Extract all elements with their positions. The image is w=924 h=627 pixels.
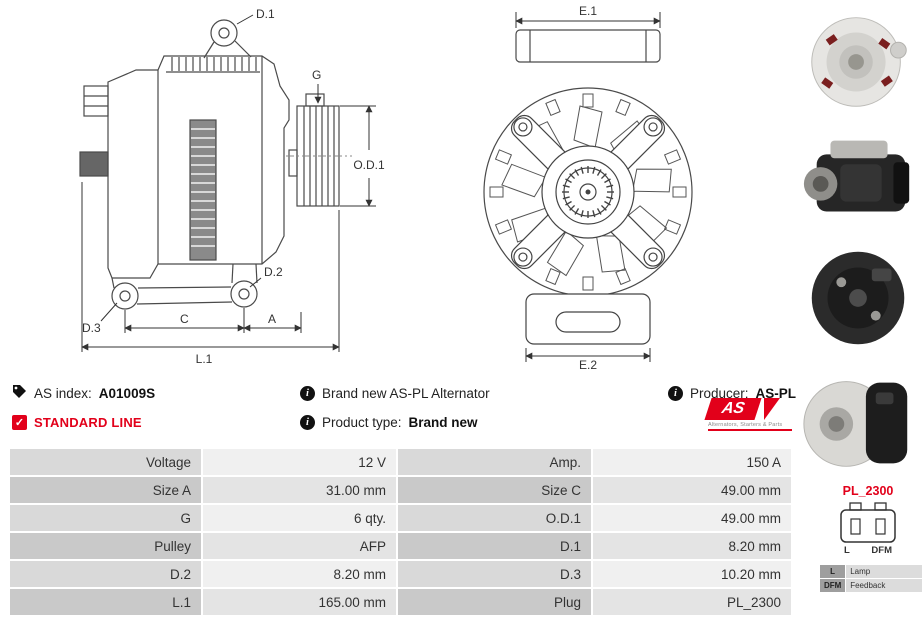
spec-value: 165.00 mm	[203, 589, 398, 617]
spec-label: Pulley	[10, 533, 203, 561]
spec-label: D.1	[398, 533, 593, 561]
legend-pin: L	[820, 565, 847, 578]
spec-label: D.3	[398, 561, 593, 589]
dim-label-od1: O.D.1	[353, 158, 385, 172]
producer-label: Producer:	[690, 385, 749, 401]
logo-text: AS	[720, 400, 747, 417]
spec-value: 49.00 mm	[593, 505, 791, 533]
spec-value: 49.00 mm	[593, 477, 791, 505]
dim-label-d1: D.1	[256, 7, 275, 21]
legend-row: DFM Feedback	[820, 579, 922, 592]
dim-label-l1: L.1	[196, 352, 213, 366]
product-type-value: Brand new	[408, 414, 478, 430]
spec-table: Voltage 12 V Amp. 150 A Size A 31.00 mm …	[10, 449, 791, 617]
spec-label: Amp.	[398, 449, 593, 477]
spec-label: D.2	[10, 561, 203, 589]
spec-value: 6 qty.	[203, 505, 398, 533]
logo-underline	[708, 429, 792, 431]
table-row: Voltage 12 V Amp. 150 A	[10, 449, 791, 477]
product-photo-3	[797, 242, 922, 350]
table-row: Pulley AFP D.1 8.20 mm	[10, 533, 791, 561]
spec-label: Plug	[398, 589, 593, 617]
dim-label-d3: D.3	[82, 321, 101, 335]
product-photo-1	[797, 10, 922, 112]
checkbox-icon: ✓	[12, 414, 27, 430]
dim-label-c: C	[180, 312, 189, 326]
dim-label-g: G	[312, 68, 321, 82]
technical-drawing-front-view: E.1 E.2	[468, 2, 708, 370]
plug-pin-labels: L DFM	[836, 545, 900, 556]
product-photo-2	[797, 124, 922, 230]
logo-subtext: Alternators, Starters & Parts	[708, 422, 783, 428]
table-row: D.2 8.20 mm D.3 10.20 mm	[10, 561, 791, 589]
spec-value: AFP	[203, 533, 398, 561]
spec-label: G	[10, 505, 203, 533]
product-photo-4	[797, 362, 922, 484]
as-pl-logo: AS Alternators, Starters & Parts	[704, 398, 792, 431]
logo-flag: AS	[704, 398, 762, 420]
standard-line-label: STANDARD LINE	[34, 414, 142, 430]
dim-label-d2: D.2	[264, 265, 283, 279]
as-index: AS index: A01009S	[12, 384, 155, 402]
spec-label: Voltage	[10, 449, 203, 477]
plug-name: PL_2300	[842, 484, 894, 498]
producer-value: AS-PL	[755, 385, 797, 401]
spec-label: Size C	[398, 477, 593, 505]
info-icon: i	[300, 414, 315, 430]
info-icon: i	[668, 385, 683, 401]
spec-value: 12 V	[203, 449, 398, 477]
technical-drawing-side-view: D.1 G O.D.1 D.2 D.3 C A L.1	[8, 0, 460, 372]
brand-new-text: Brand new AS-PL Alternator	[322, 385, 490, 401]
table-row: L.1 165.00 mm Plug PL_2300	[10, 589, 791, 617]
producer: i Producer: AS-PL	[668, 384, 796, 402]
spec-label: L.1	[10, 589, 203, 617]
pin-label-l: L	[844, 545, 850, 556]
pin-label-dfm: DFM	[871, 545, 892, 556]
legend-row: L Lamp	[820, 565, 922, 578]
spec-value: 31.00 mm	[203, 477, 398, 505]
dim-label-e1: E.1	[579, 4, 597, 18]
info-icon: i	[300, 385, 315, 401]
logo-triangle	[764, 398, 780, 420]
as-index-label: AS index:	[34, 385, 92, 401]
standard-line: ✓ STANDARD LINE	[12, 413, 142, 431]
legend-desc: Feedback	[846, 579, 922, 592]
table-row: G 6 qty. O.D.1 49.00 mm	[10, 505, 791, 533]
spec-value: 8.20 mm	[203, 561, 398, 589]
plug-connector-drawing	[836, 501, 900, 550]
tag-icon	[12, 384, 27, 402]
dim-label-e2: E.2	[579, 358, 597, 370]
spec-value: 8.20 mm	[593, 533, 791, 561]
dim-label-a: A	[268, 312, 276, 326]
spec-value: PL_2300	[593, 589, 791, 617]
brand-new-note: i Brand new AS-PL Alternator	[300, 384, 490, 402]
plug-legend: L Lamp DFM Feedback	[820, 565, 922, 593]
as-index-value: A01009S	[98, 385, 156, 401]
legend-desc: Lamp	[846, 565, 922, 578]
table-row: Size A 31.00 mm Size C 49.00 mm	[10, 477, 791, 505]
product-type: i Product type: Brand new	[300, 413, 478, 431]
spec-value: 150 A	[593, 449, 791, 477]
spec-value: 10.20 mm	[593, 561, 791, 589]
spec-label: O.D.1	[398, 505, 593, 533]
product-type-label: Product type:	[322, 414, 402, 430]
spec-label: Size A	[10, 477, 203, 505]
legend-pin: DFM	[820, 579, 847, 592]
